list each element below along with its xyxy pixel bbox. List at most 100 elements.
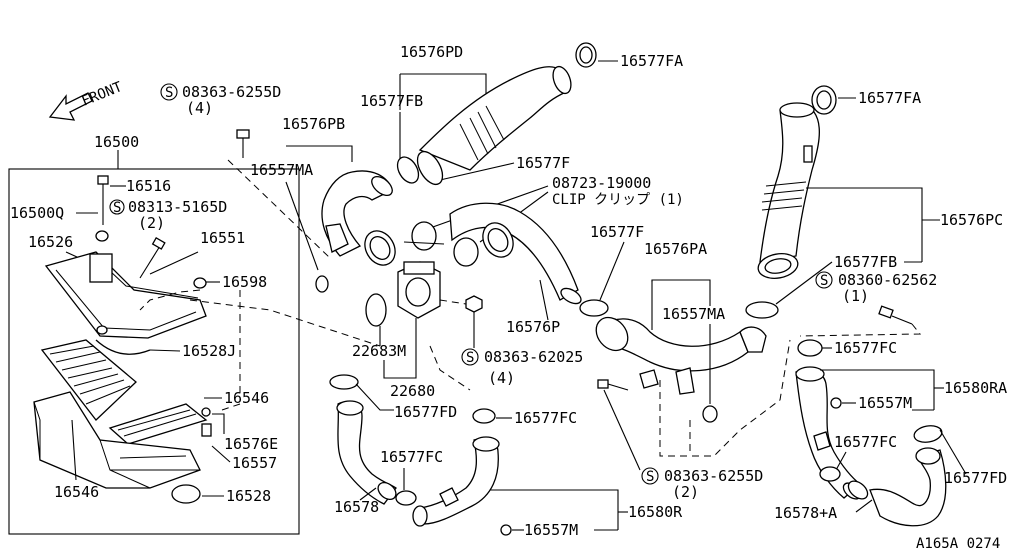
lower-box-16528 xyxy=(33,391,201,504)
callout-16577FC-left: 16577FC xyxy=(380,448,443,466)
leader-16578A xyxy=(855,499,873,513)
callout-22680: 22680 xyxy=(390,382,435,400)
clamp-16577FB-top xyxy=(396,156,420,184)
callout-08363-62025-qty: (4) xyxy=(488,369,515,387)
bolt-symbol-icon xyxy=(461,348,479,366)
callout-16577FA-2: 16577FA xyxy=(858,89,921,107)
callout-16546-left: 16546 xyxy=(54,483,99,501)
callout-16578: 16578 xyxy=(334,498,379,516)
leader-16557MA-left xyxy=(285,181,319,271)
callout-08360-62562: 08360-62562 xyxy=(838,271,937,289)
callout-16576PB: 16576PB xyxy=(282,115,345,133)
grommet-16557MA-left xyxy=(315,275,329,293)
callout-16577FC-bottom: 16577FC xyxy=(514,409,577,427)
pipe-16578 xyxy=(336,400,397,505)
dash-box-link xyxy=(221,403,241,411)
callout-16528J: 16528J xyxy=(182,342,236,360)
leader-16557 xyxy=(211,445,231,463)
leader-16576P xyxy=(539,279,549,321)
callout-08363-6255D-bottom: 08363-6255D xyxy=(664,467,763,485)
callout-16577FC-right: 16577FC xyxy=(834,339,897,357)
clamp-16577FC-right2 xyxy=(819,466,841,482)
callout-16516: 16516 xyxy=(126,177,171,195)
leader-16546-left xyxy=(71,419,77,481)
callout-16557: 16557 xyxy=(232,454,277,472)
callout-08360-62562-qty: (1) xyxy=(842,287,869,305)
upper-cover-16526 xyxy=(44,251,207,339)
callout-16577F-top: 16577F xyxy=(516,154,570,172)
bolt-symbol-letter: S xyxy=(466,350,474,366)
callout-16500Q: 16500Q xyxy=(10,204,64,222)
leader-16577F-top xyxy=(439,162,515,181)
pre-filter-16546 xyxy=(108,403,208,445)
bolt-08363-top xyxy=(236,129,250,158)
callout-16576PC: 16576PC xyxy=(940,211,1003,229)
bolt-symbol-icon xyxy=(160,83,178,101)
clip-note: CLIP クリップ (1) xyxy=(552,192,684,208)
callout-08363-6255D-top-qty: (4) xyxy=(186,99,213,117)
bolt-symbol-letter: S xyxy=(165,85,173,101)
duct-16576PC xyxy=(757,102,820,279)
leader-16578 xyxy=(359,487,377,501)
leader-16576PC xyxy=(806,187,923,262)
nut-08363-62025 xyxy=(465,295,483,330)
grommet-16557MA-mid xyxy=(702,405,718,423)
callout-16528: 16528 xyxy=(226,487,271,505)
bolt-symbol-icon xyxy=(815,271,833,289)
callout-16526: 16526 xyxy=(28,233,73,251)
front-arrow-icon xyxy=(48,92,93,121)
dash-nut xyxy=(439,299,467,305)
leader-16580R xyxy=(490,489,619,530)
bolt-symbol-letter: S xyxy=(820,273,828,289)
seal-16528J xyxy=(95,339,151,355)
leader-16577FB-right xyxy=(775,261,833,305)
callout-16557MA-left: 16557MA xyxy=(250,161,313,179)
bolt-08363-bottom xyxy=(597,379,629,391)
callout-16580R: 16580R xyxy=(628,503,683,521)
clamp-16577FC-right3 xyxy=(847,480,869,500)
clamp-16577FC-left xyxy=(395,490,417,506)
callout-08313-5165D: 08313-5165D xyxy=(128,198,227,216)
duct-16576PB xyxy=(321,170,396,266)
throttle-body-22680 xyxy=(397,261,441,319)
air-cleaner-frame xyxy=(8,168,300,535)
callout-08313-5165D-qty: (2) xyxy=(138,214,165,232)
callout-16546-right: 16546 xyxy=(224,389,269,407)
callout-16577FB-top: 16577FB xyxy=(360,92,423,110)
callout-08363-6255D-top: 08363-6255D xyxy=(182,83,281,101)
bolt-symbol-letter: S xyxy=(646,469,654,485)
dash-bottom-bolts xyxy=(659,339,791,457)
clamp-16577FB-right xyxy=(745,301,779,319)
callout-16557MA-mid: 16557MA xyxy=(662,305,725,323)
duct-16576PA xyxy=(595,316,767,395)
callout-16576P: 16576P xyxy=(506,318,560,336)
clamp-16577FC-right xyxy=(797,339,823,357)
leader-16576PB xyxy=(286,145,353,162)
dash-bolt-right xyxy=(799,323,922,337)
front-label: FRONT xyxy=(80,79,126,110)
dash-throttle-bottom xyxy=(429,345,471,391)
clamp-16577F-right xyxy=(453,237,479,267)
callout-16580RA: 16580RA xyxy=(944,379,1007,397)
bolt-08360-62562 xyxy=(878,305,913,325)
callout-16577FC-right2: 16577FC xyxy=(834,433,897,451)
callout-08363-6255D-bottom-qty: (2) xyxy=(672,483,699,501)
clip-16557 xyxy=(201,423,212,437)
duct-16576PD xyxy=(416,65,572,186)
clamp-16577F-mid xyxy=(579,299,609,317)
leader-16577FD-right xyxy=(939,429,967,475)
bolt-symbol-icon xyxy=(109,199,125,215)
bolt-16516 xyxy=(97,175,109,225)
callout-16578A: 16578+A xyxy=(774,504,837,522)
callout-16577FD-left: 16577FD xyxy=(394,403,457,421)
leader-16576E xyxy=(212,413,225,434)
callout-16576PA: 16576PA xyxy=(644,240,707,258)
leader-16577FD-left xyxy=(355,383,394,411)
grommet-16557M-right xyxy=(830,397,842,409)
callout-16551: 16551 xyxy=(200,229,245,247)
pipe-16578A xyxy=(869,425,947,527)
bolt-symbol-icon xyxy=(641,467,659,485)
clamp-16577FC-bottom xyxy=(472,408,496,424)
